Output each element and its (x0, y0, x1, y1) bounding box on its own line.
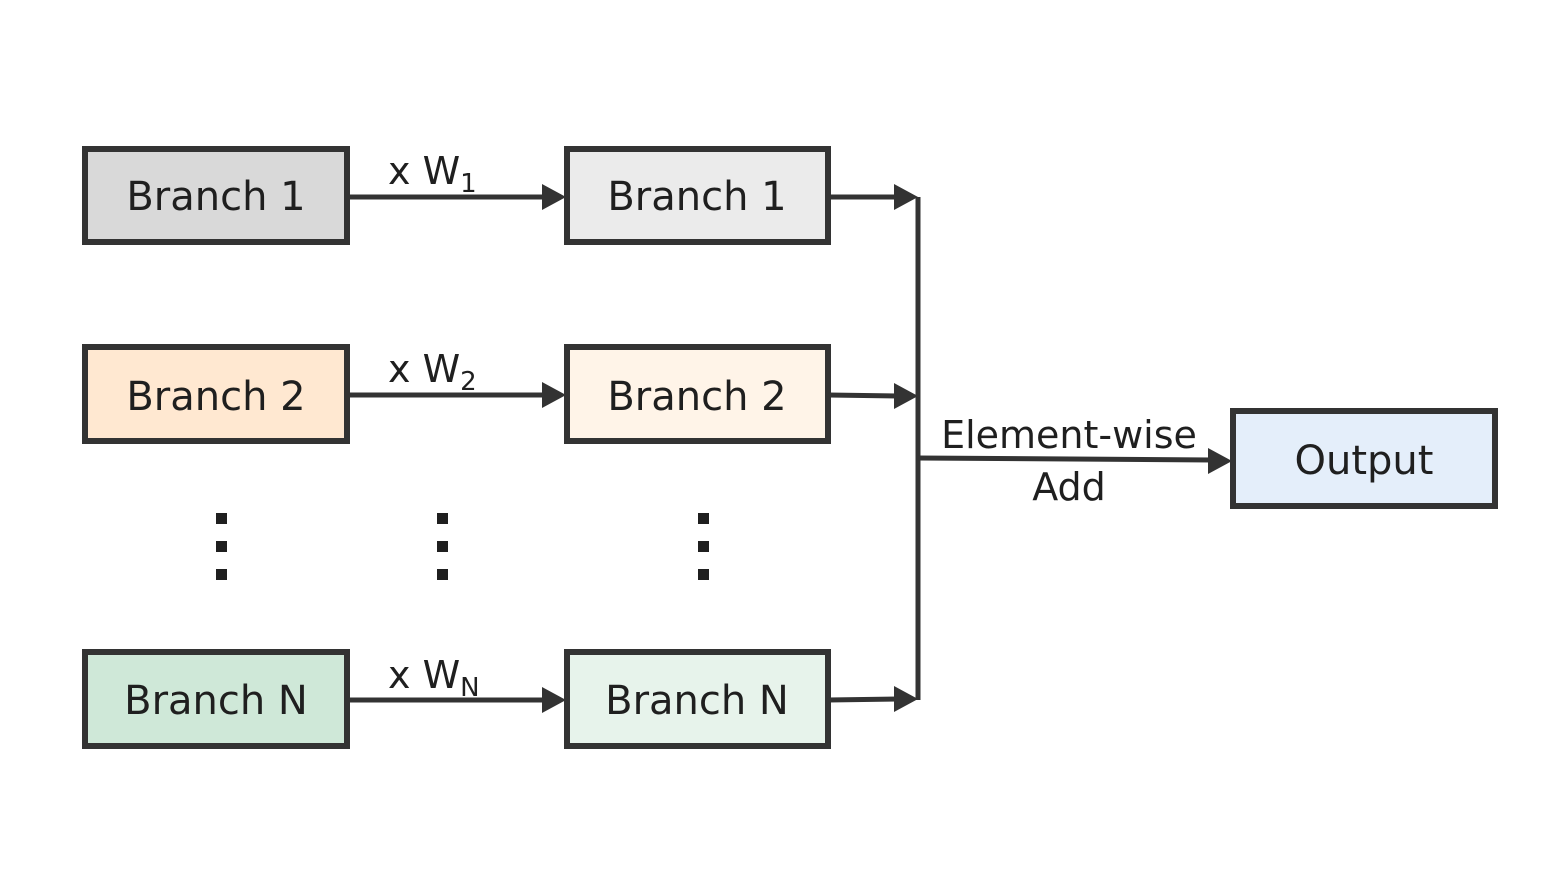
weight-2-subscript: 2 (460, 367, 477, 397)
merge-arrow-2 (827, 383, 918, 409)
svg-text:x W2: x W2 (388, 347, 477, 397)
svg-text:x WN: x WN (388, 653, 480, 703)
output-box: Output (1230, 408, 1498, 509)
svg-text:x W1: x W1 (388, 149, 477, 199)
weight-2-label: x W2 (388, 347, 477, 397)
ellipsis-source (216, 513, 227, 580)
arrow-weight-2 (347, 382, 566, 408)
target-branch-2-label: Branch 2 (607, 374, 786, 420)
weight-1-subscript: 1 (460, 169, 477, 199)
arrow-weight-1 (347, 184, 566, 210)
merge-arrow-n (827, 686, 918, 712)
source-branch-n-box: Branch N (82, 649, 350, 749)
ellipsis-weight (437, 513, 448, 580)
weight-2-base: x W (388, 347, 460, 391)
merge-arrow-1 (828, 184, 918, 210)
target-branch-2-box: Branch 2 (564, 344, 831, 444)
weight-n-base: x W (388, 653, 460, 697)
weight-n-subscript: N (460, 673, 479, 703)
operation-label-line2: Add (1032, 465, 1106, 509)
target-branch-n-label: Branch N (605, 678, 789, 724)
arrow-weight-n (347, 687, 566, 713)
source-branch-2-label: Branch 2 (126, 374, 305, 420)
ellipsis-target (698, 513, 709, 580)
operation-label-line1: Element-wise (941, 413, 1197, 457)
add-arrow (917, 448, 1232, 474)
target-branch-n-box: Branch N (564, 649, 831, 749)
weight-1-base: x W (388, 149, 460, 193)
target-branch-1-box: Branch 1 (564, 146, 831, 245)
output-label: Output (1295, 438, 1434, 484)
weight-1-label: x W1 (388, 149, 477, 199)
source-branch-2-box: Branch 2 (82, 344, 350, 444)
source-branch-1-label: Branch 1 (126, 174, 305, 220)
weight-n-label: x WN (388, 653, 480, 703)
source-branch-1-box: Branch 1 (82, 146, 350, 245)
target-branch-1-label: Branch 1 (607, 174, 786, 220)
source-branch-n-label: Branch N (124, 678, 308, 724)
